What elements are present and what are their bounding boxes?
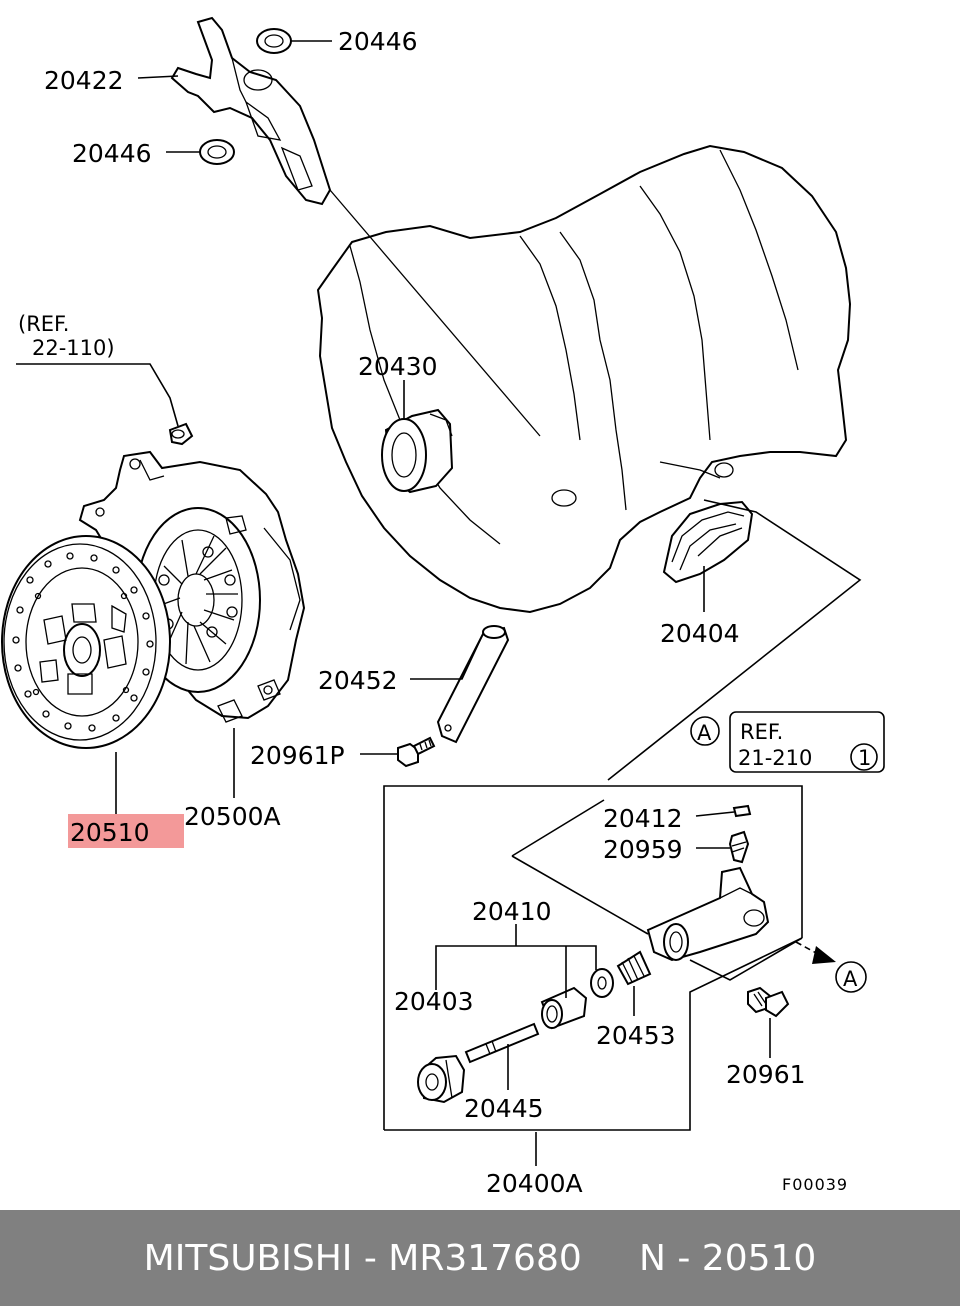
spring-20453-drawing (616, 950, 652, 986)
label-20422: 20422 (44, 66, 124, 95)
bleeder-20959-drawing (728, 830, 750, 864)
label-20446-top: 20446 (338, 27, 418, 56)
label-20961P: 20961P (250, 741, 345, 770)
ref-21-circle (850, 743, 878, 771)
label-callout-a-right: A (843, 967, 858, 991)
label-20446-bottom: 20446 (72, 139, 152, 168)
label-20500A: 20500A (184, 802, 281, 831)
dust-cover-20404-drawing (662, 500, 754, 584)
ref-bolt-drawing (168, 422, 194, 446)
release-cylinder-drawing (646, 866, 770, 962)
label-20961: 20961 (726, 1060, 806, 1089)
release-fork-drawing (170, 16, 332, 206)
transmission-housing-drawing (316, 144, 852, 614)
part-info-footer: MITSUBISHI - MR317680 N - 20510 (0, 1210, 960, 1306)
label-20445: 20445 (464, 1094, 544, 1123)
washer-20446-top-drawing (256, 28, 292, 54)
clutch-disc-20510-drawing (1, 535, 171, 749)
cap-20412-drawing (732, 804, 752, 818)
label-ref-21-line2: 21-210 (738, 746, 812, 770)
bolt-20961P-drawing (397, 736, 436, 768)
label-20404: 20404 (660, 619, 740, 648)
label-ref-22-line2: 22-110) (32, 336, 115, 360)
label-20430: 20430 (358, 352, 438, 381)
bolt-20961-drawing (747, 986, 790, 1018)
washer-20446-bottom-drawing (199, 139, 235, 165)
footer-text: MITSUBISHI - MR317680 N - 20510 (143, 1237, 817, 1279)
piston-drawing (540, 986, 588, 1030)
figure-code: F00039 (782, 1175, 848, 1194)
push-rod-20445-drawing (464, 1022, 540, 1064)
leader-lines (16, 40, 862, 1166)
ref-21-210-box (729, 711, 885, 773)
label-ref-21-circle: 1 (858, 746, 871, 770)
label-20400A: 20400A (486, 1169, 583, 1198)
label-callout-a-top: A (697, 721, 712, 745)
label-20403: 20403 (394, 987, 474, 1016)
callout-a-top-circle (690, 716, 720, 746)
label-20959: 20959 (603, 835, 683, 864)
release-bearing-20430-drawing (381, 408, 454, 494)
label-20410: 20410 (472, 897, 552, 926)
seal-ring-drawing (590, 968, 614, 998)
label-20510: 20510 (70, 818, 150, 847)
label-20452: 20452 (318, 666, 398, 695)
label-20412: 20412 (603, 804, 683, 833)
push-rod-20452-drawing (436, 625, 510, 744)
highlight-20510 (68, 814, 184, 848)
boot-20403-drawing (417, 1054, 466, 1104)
label-ref-22-line1: (REF. (18, 312, 69, 336)
label-20453: 20453 (596, 1021, 676, 1050)
parts-diagram: 20446 20422 20446 (REF. 22-110) 20430 20… (1, 16, 885, 1198)
callout-a-right-circle (835, 961, 867, 993)
label-ref-21-line1: REF. (740, 720, 783, 744)
